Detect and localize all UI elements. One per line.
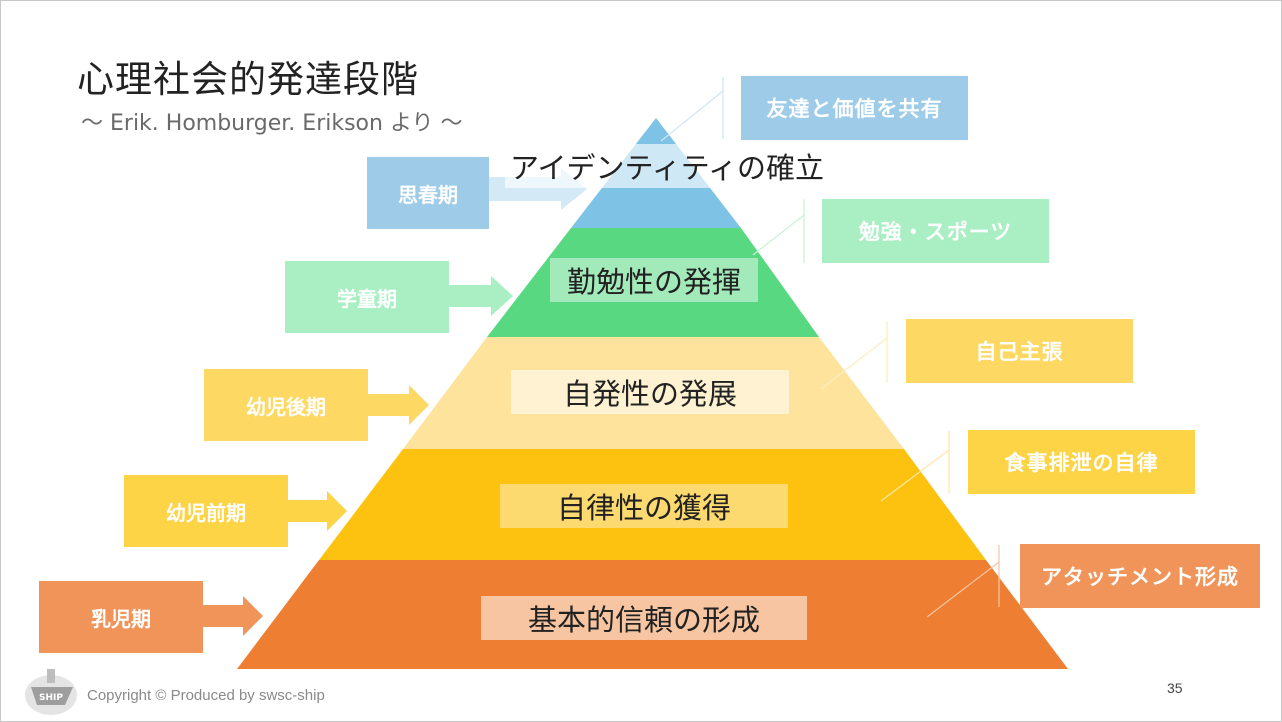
layer-label-autonomy: 自律性の獲得 xyxy=(500,484,788,528)
layer-label-initiative: 自発性の発展 xyxy=(511,370,789,414)
task-box-toilet-autonomy: 食事排泄の自律 xyxy=(968,430,1195,494)
task-box-attachment: アタッチメント形成 xyxy=(1020,544,1260,608)
layer-label-industry: 勤勉性の発揮 xyxy=(550,258,758,302)
stage-box-late-childhood: 幼児後期 xyxy=(204,369,368,441)
pyramid-layer-2 xyxy=(487,228,819,337)
layer-label-trust: 基本的信頼の形成 xyxy=(481,596,807,640)
footer-copyright: Copyright © Produced by swsc-ship xyxy=(87,687,325,704)
slide-subtitle: 〜 Erik. Homburger. Erikson より 〜 xyxy=(81,111,463,136)
layer-label-identity: アイデンティティの確立 xyxy=(505,144,829,188)
task-box-share-values: 友達と価値を共有 xyxy=(741,76,968,140)
pyramid-layer-4 xyxy=(319,449,986,560)
connector-lines xyxy=(660,77,724,142)
arrow-stage-2 xyxy=(449,276,513,316)
arrow-stage-4 xyxy=(288,491,347,531)
slide-title: 心理社会的発達段階 xyxy=(77,58,419,101)
task-box-self-assertion: 自己主張 xyxy=(906,319,1133,383)
arrow-stage-5 xyxy=(203,596,263,636)
svg-text:SHIP: SHIP xyxy=(39,693,63,703)
stage-box-infancy: 乳児期 xyxy=(39,581,203,653)
stage-box-adolescence: 思春期 xyxy=(367,157,489,229)
page-number: 35 xyxy=(1167,680,1183,696)
stage-box-school-age: 学童期 xyxy=(285,261,449,333)
arrow-stage-3 xyxy=(368,385,429,425)
stage-box-early-childhood: 幼児前期 xyxy=(124,475,288,547)
ship-icon: SHIP xyxy=(23,665,79,717)
task-box-study-sports: 勉強・スポーツ xyxy=(822,199,1049,263)
